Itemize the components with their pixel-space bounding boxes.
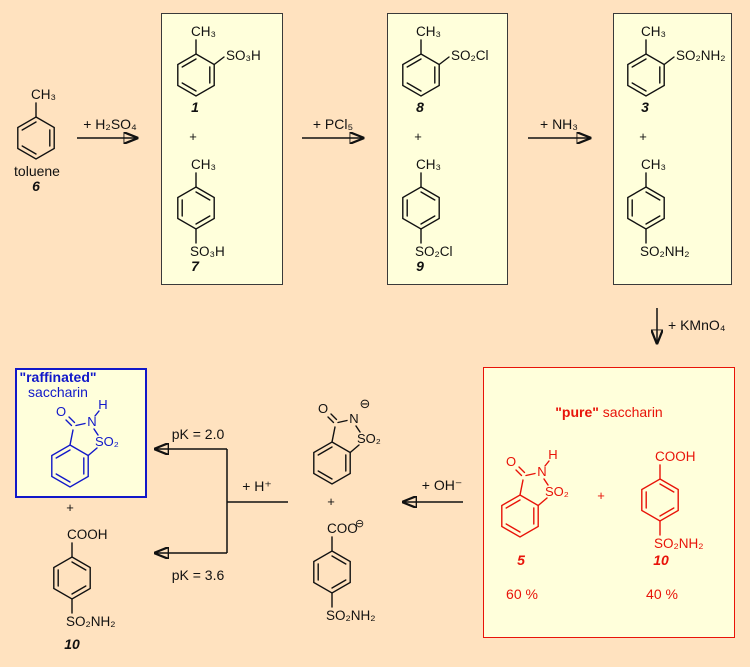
para-toluenesulfonyl-chloride-structure: CH₃ SO₂Cl bbox=[402, 157, 453, 259]
ortho-toluenesulfonic-acid-structure: CH₃ SO₃H bbox=[177, 24, 261, 97]
sulfonyl-label: SO₂ bbox=[545, 484, 569, 499]
para-toluenesulfonic-acid-structure: CH₃ SO₃H bbox=[177, 157, 225, 259]
compound-number-10: 10 bbox=[64, 636, 80, 652]
sulfonamide-label: SO₂NH₂ bbox=[326, 608, 376, 623]
saccharin-structure-red: O N H SO₂ bbox=[501, 447, 569, 538]
reagent-nh3: + NH₃ bbox=[540, 116, 578, 132]
methyl-label: CH₃ bbox=[641, 24, 666, 39]
methyl-label: CH₃ bbox=[641, 157, 666, 172]
compound-number-8: 8 bbox=[416, 99, 424, 115]
reagent-oh: + OH⁻ bbox=[421, 477, 463, 493]
methyl-label: CH₃ bbox=[31, 87, 56, 102]
yield-acid: 40 % bbox=[646, 586, 678, 602]
saccharin-word: saccharin bbox=[28, 384, 88, 401]
nitrogen-label: N bbox=[349, 411, 358, 426]
substituent-label: SO₃H bbox=[226, 48, 261, 63]
sulfonamide-label: SO₂NH₂ bbox=[66, 614, 116, 629]
substituent-label: SO₂Cl bbox=[451, 48, 489, 63]
pk-saccharin-label: pK = 2.0 bbox=[171, 426, 225, 442]
sulfonyl-label: SO₂ bbox=[357, 431, 381, 446]
compound-number-7: 7 bbox=[191, 258, 199, 274]
sulfamoylbenzoic-acid-structure-red: COOH SO₂NH₂ bbox=[641, 449, 704, 551]
plus-sign: + bbox=[414, 129, 422, 144]
pure-saccharin-title: "pure" saccharin bbox=[555, 404, 663, 420]
carboxylate-label: COO bbox=[327, 521, 358, 536]
methyl-label: CH₃ bbox=[191, 24, 216, 39]
compound-number-9: 9 bbox=[416, 258, 424, 274]
compound-number-3: 3 bbox=[641, 99, 649, 115]
plus-sign: + bbox=[327, 494, 335, 509]
nh-hydrogen-label: H bbox=[98, 397, 107, 412]
nitrogen-label: N bbox=[537, 464, 546, 479]
saccharinate-anion-structure: O N ⊖ SO₂ bbox=[313, 396, 381, 485]
raffinated-saccharin-box bbox=[15, 368, 147, 498]
carboxyl-label: COOH bbox=[67, 527, 108, 542]
sulfonamide-label: SO₂NH₂ bbox=[654, 536, 704, 551]
raffinated-word: "raffinated" bbox=[19, 369, 97, 385]
pk-acid-label: pK = 3.6 bbox=[171, 567, 225, 583]
raffinated-saccharin-title: "raffinated" saccharin bbox=[19, 369, 97, 401]
reagent-h2so4: + H₂SO₄ bbox=[83, 116, 137, 132]
carboxylate-anion-structure: COO ⊖ SO₂NH₂ bbox=[313, 518, 376, 623]
methyl-label: CH₃ bbox=[416, 24, 441, 39]
reagent-h-plus: + H⁺ bbox=[242, 478, 272, 494]
methyl-label: CH₃ bbox=[191, 157, 216, 172]
negative-charge-symbol: ⊖ bbox=[360, 396, 371, 411]
oxygen-label: O bbox=[56, 404, 66, 419]
saccharin-structure-blue: O N H SO₂ bbox=[51, 397, 119, 488]
ortho-toluenesulfonamide-structure: CH₃ SO₂NH₂ bbox=[627, 24, 726, 97]
compound-number-5: 5 bbox=[517, 552, 525, 568]
reagent-kmno4: + KMnO₄ bbox=[668, 317, 726, 333]
toluene-structure: CH₃ bbox=[17, 87, 56, 160]
carboxyl-label: COOH bbox=[655, 449, 696, 464]
sulfamoylbenzoic-acid-structure: COOH SO₂NH₂ bbox=[53, 527, 116, 629]
reagent-pcl5: + PCl₅ bbox=[312, 116, 354, 132]
substituent-label: SO₃H bbox=[190, 244, 225, 259]
methyl-label: CH₃ bbox=[416, 157, 441, 172]
nh-hydrogen-label: H bbox=[548, 447, 557, 462]
ortho-toluenesulfonyl-chloride-structure: CH₃ SO₂Cl bbox=[402, 24, 489, 97]
substituent-label: SO₂NH₂ bbox=[640, 244, 690, 259]
negative-charge-symbol: ⊖ bbox=[355, 518, 364, 530]
nitrogen-label: N bbox=[87, 414, 96, 429]
compound-number-10-red: 10 bbox=[653, 552, 669, 568]
saccharin-word: saccharin bbox=[598, 404, 663, 420]
protonation-connector bbox=[226, 449, 288, 553]
oxygen-label: O bbox=[506, 454, 516, 469]
substituent-label: SO₂NH₂ bbox=[676, 48, 726, 63]
pure-saccharin-box bbox=[483, 367, 735, 638]
plus-sign: + bbox=[66, 500, 74, 515]
compound-number-6: 6 bbox=[32, 178, 40, 194]
pure-word: "pure" bbox=[555, 404, 599, 420]
yield-saccharin: 60 % bbox=[506, 586, 538, 602]
toluene-name: toluene bbox=[14, 163, 60, 179]
plus-sign: + bbox=[597, 488, 605, 503]
sulfonyl-label: SO₂ bbox=[95, 434, 119, 449]
oxygen-label: O bbox=[318, 401, 328, 416]
plus-sign: + bbox=[639, 129, 647, 144]
para-toluenesulfonamide-structure: CH₃ SO₂NH₂ bbox=[627, 157, 690, 259]
plus-sign: + bbox=[189, 129, 197, 144]
compound-number-1: 1 bbox=[191, 99, 199, 115]
substituent-label: SO₂Cl bbox=[415, 244, 453, 259]
